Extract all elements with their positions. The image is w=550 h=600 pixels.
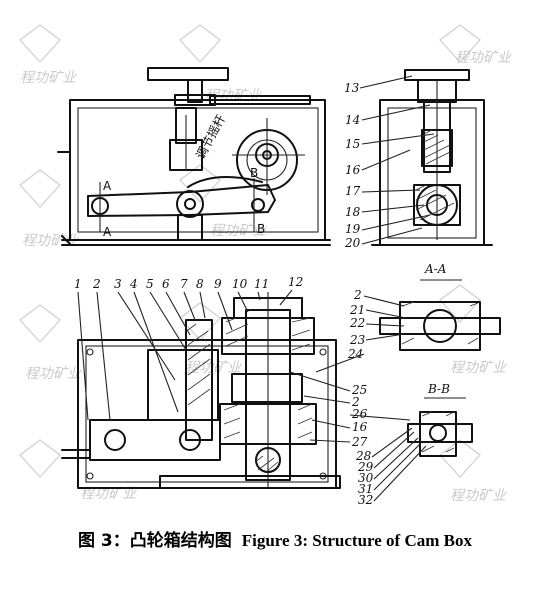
caption-chinese: 图 3：凸轮箱结构图: [77, 531, 232, 551]
callout-22: 22: [349, 316, 365, 330]
svg-text:A: A: [103, 225, 112, 239]
figure-caption: 图 3：凸轮箱结构图 Figure 3: Structure of Cam Box: [0, 526, 550, 551]
svg-text:A: A: [103, 179, 112, 193]
svg-text:B: B: [250, 166, 258, 180]
callout-20: 20: [344, 236, 361, 250]
watermark-logo: 程功矿业: [19, 24, 77, 86]
callout-28: 28: [355, 449, 372, 463]
callout-26: 26: [351, 407, 368, 421]
callout-32: 32: [358, 493, 373, 507]
top-view-elevation: A A B B 调节摇杆: [57, 67, 331, 246]
section-aa-label: A-A: [424, 262, 447, 276]
callouts: 1 2 3 4 5 6 7 8 9 10 11 12 13 14 15 16 1…: [74, 75, 435, 507]
callout-23: 23: [349, 333, 366, 347]
caption-english: Figure 3: Structure of Cam Box: [241, 531, 472, 550]
callout-1: 1: [74, 277, 82, 291]
aa-callouts: 2 21 22 23 24: [315, 288, 407, 373]
watermark-logo: 程功矿业: [179, 24, 262, 104]
callout-30: 30: [358, 471, 374, 485]
watermark-logo: 程功矿业: [439, 439, 507, 504]
callout-11: 11: [254, 277, 269, 291]
svg-text:程功矿业: 程功矿业: [450, 488, 507, 504]
right-top-callouts: 13 14 15 16 17 18 19 20: [344, 75, 435, 250]
side-view: [371, 69, 493, 246]
callout-21: 21: [349, 303, 365, 317]
section-aa: A-A: [379, 262, 501, 351]
watermark-logo: 程功矿业: [19, 439, 137, 502]
callout-24: 24: [347, 347, 363, 361]
callout-14: 14: [345, 113, 360, 127]
callout-15: 15: [345, 137, 360, 151]
callout-4: 4: [129, 277, 138, 291]
callout-31: 31: [358, 482, 373, 496]
callout-17: 17: [345, 184, 361, 198]
svg-text:程功矿业: 程功矿业: [25, 366, 82, 382]
callout-9: 9: [214, 277, 222, 291]
callout-10: 10: [232, 277, 248, 291]
svg-text:程功矿业: 程功矿业: [80, 486, 137, 502]
callout-13: 13: [344, 81, 360, 95]
callout-3: 3: [114, 277, 122, 291]
svg-text:程功矿业: 程功矿业: [210, 223, 267, 239]
section-bb: B-B: [407, 382, 473, 457]
callout-12: 12: [288, 275, 303, 289]
right-bottom-callouts: 25 2 26 16 27 28 29 30 31 32: [289, 371, 427, 507]
bottom-row-callouts: 1 2 3 4 5 6 7 8 9 10 11 12: [74, 275, 303, 421]
svg-text:B: B: [257, 222, 265, 236]
callout-aa-2: 2: [353, 288, 362, 302]
callout-7: 7: [180, 277, 188, 291]
callout-16: 16: [345, 163, 361, 177]
callout-25: 25: [351, 383, 367, 397]
handwritten-label: 调节摇杆: [193, 112, 228, 161]
plan-view: [61, 292, 341, 489]
callout-2: 2: [92, 277, 101, 291]
watermark-logo: 程功矿业: [179, 302, 242, 376]
svg-text:程功矿业: 程功矿业: [450, 360, 507, 376]
watermark-logo: 程功矿业: [439, 24, 512, 66]
svg-text:程功矿业: 程功矿业: [185, 360, 242, 376]
callout-6: 6: [162, 277, 170, 291]
callout-bb-16: 16: [352, 420, 368, 434]
callout-27: 27: [351, 435, 368, 449]
svg-text:程功矿业: 程功矿业: [455, 50, 512, 66]
callout-18: 18: [345, 205, 361, 219]
watermark-logo: 程功矿业: [439, 284, 507, 376]
callout-bb-2: 2: [351, 395, 360, 409]
callout-8: 8: [196, 277, 204, 291]
watermark-logo: 程功矿业: [19, 304, 82, 382]
section-bb-label: B-B: [427, 382, 450, 396]
svg-text:程功矿业: 程功矿业: [20, 70, 77, 86]
callout-5: 5: [146, 277, 154, 291]
callout-19: 19: [345, 222, 361, 236]
callout-29: 29: [357, 460, 374, 474]
